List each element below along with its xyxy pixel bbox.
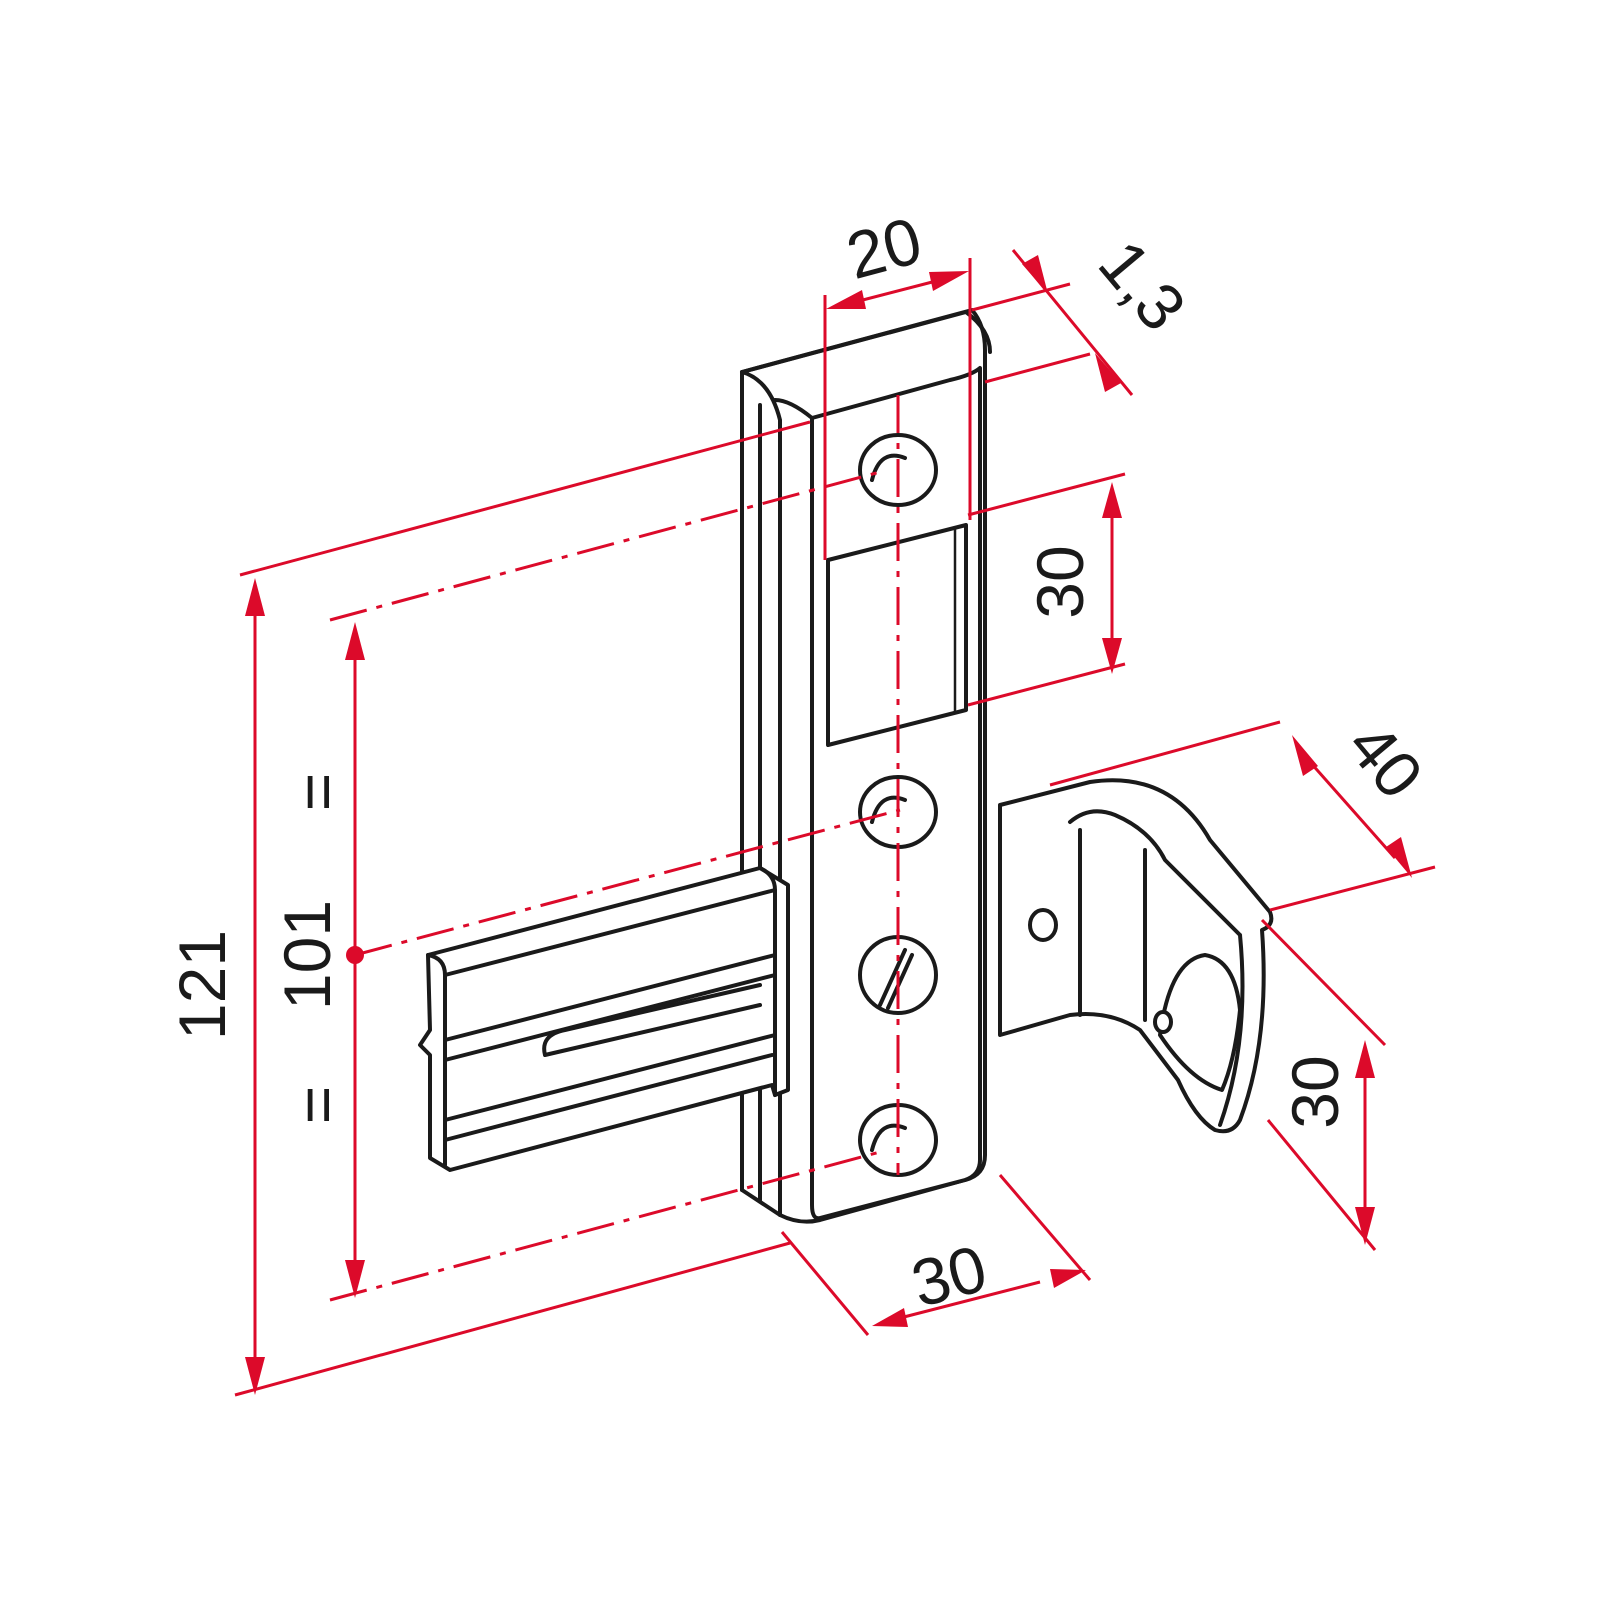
ext-30d-left xyxy=(780,1231,870,1336)
label-20: 20 xyxy=(839,203,929,293)
ext-30h-top xyxy=(1260,918,1387,1047)
hook-small-hole-icon xyxy=(1028,908,1058,942)
arrow-20-left xyxy=(826,290,866,309)
left-arm-ribs xyxy=(426,866,777,1167)
dim-101-midpoint xyxy=(346,946,364,964)
hook-bracket-edges xyxy=(1068,809,1245,1127)
ext-101-mid xyxy=(354,808,901,957)
arrow-13-a xyxy=(1022,255,1048,294)
ext-13-b xyxy=(984,352,1091,384)
dim-20-line xyxy=(854,278,941,304)
label-121: 121 xyxy=(165,930,239,1040)
ext-121-bottom xyxy=(234,1241,791,1397)
label-30-depth: 30 xyxy=(904,1231,994,1321)
ext-30h-bottom xyxy=(1266,1119,1377,1251)
arrow-121-bottom xyxy=(245,1357,265,1395)
hook-pivot-icon xyxy=(1153,1010,1173,1034)
dim-30d-line xyxy=(899,1280,1041,1320)
left-arm-slot xyxy=(542,983,762,1057)
label-equal-bottom: = xyxy=(280,1086,354,1125)
arrow-121-top xyxy=(245,578,265,616)
dimension-lines xyxy=(234,249,1436,1397)
arrow-40-top xyxy=(1292,735,1318,776)
hook-cup xyxy=(1158,953,1242,1092)
arrow-30s-bottom xyxy=(1102,638,1122,674)
plate-top-bevel xyxy=(740,310,992,420)
dim-40-line xyxy=(1308,761,1397,859)
arrow-30h-bottom xyxy=(1355,1207,1375,1245)
arrow-30h-top xyxy=(1355,1040,1375,1078)
ext-13-a xyxy=(971,282,1071,312)
label-30-hook: 30 xyxy=(1278,1055,1352,1128)
label-equal-top: = xyxy=(280,773,354,812)
label-1-3: 1,3 xyxy=(1085,226,1201,344)
arrow-20-right xyxy=(929,271,969,291)
ext-30d-right xyxy=(998,1174,1092,1281)
ext-40-bottom xyxy=(1269,865,1436,912)
ext-30s-bottom xyxy=(967,662,1126,707)
arrow-30d-left xyxy=(872,1308,908,1327)
hook-bracket xyxy=(998,778,1274,1134)
bracket-part xyxy=(418,308,1274,1224)
arrow-101-top xyxy=(345,622,365,660)
label-30-slot: 30 xyxy=(1023,545,1097,618)
ext-121-top xyxy=(239,420,811,577)
label-101: 101 xyxy=(270,900,344,1010)
ext-101-bottom xyxy=(329,1150,881,1302)
arrow-30d-right xyxy=(1050,1269,1086,1288)
ext-40-top xyxy=(1049,720,1281,787)
arrow-13-b xyxy=(1095,353,1121,392)
arrow-30s-top xyxy=(1102,482,1122,518)
ext-30s-top xyxy=(967,472,1126,517)
ext-101-top xyxy=(329,470,881,622)
arrow-40-bottom xyxy=(1386,837,1412,878)
label-40: 40 xyxy=(1334,708,1438,812)
arrow-101-bottom xyxy=(345,1260,365,1298)
